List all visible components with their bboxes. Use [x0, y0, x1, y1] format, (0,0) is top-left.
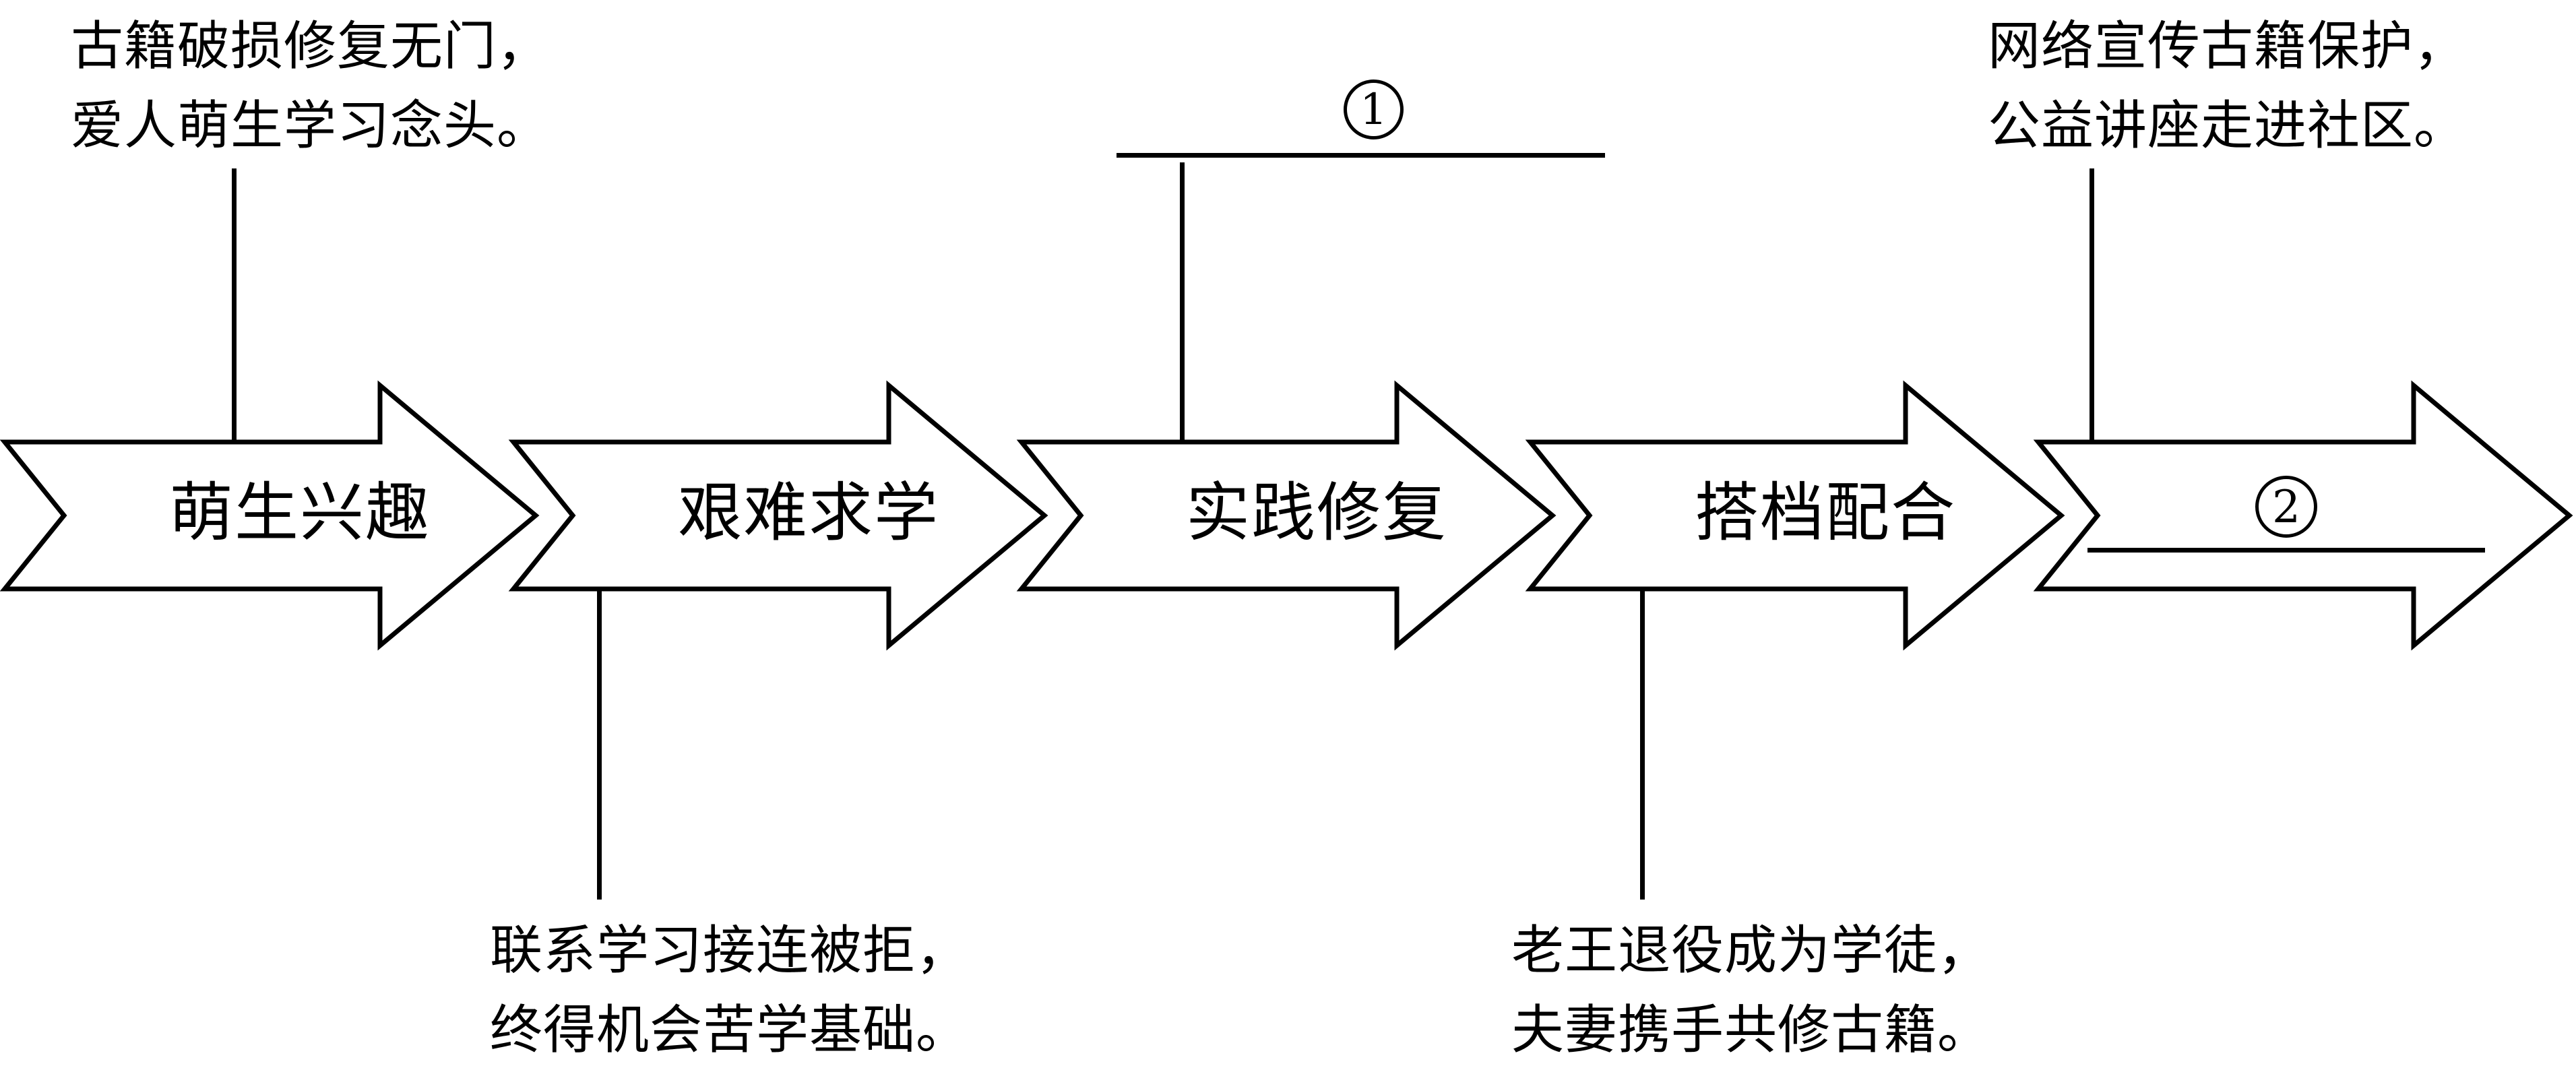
connector-line-top-right: [2090, 168, 2094, 442]
blank1-digit: 1: [1360, 84, 1387, 135]
annotation-top-left: 古籍破损修复无门， 爱人萌生学习念头。: [71, 7, 550, 166]
annotation-top-right-line1: 网络宣传古籍保护，: [1988, 16, 2468, 77]
circled-number-1: 1: [1344, 80, 1404, 139]
annotation-top-left-line1: 古籍破损修复无门，: [71, 16, 551, 77]
connector-line-top-left: [232, 168, 237, 442]
blank2-digit: 2: [2272, 480, 2300, 533]
connector-line-bottom-left: [597, 588, 602, 900]
annotation-bottom-left: 联系学习接连被拒， 终得机会苦学基础。: [490, 911, 969, 1068]
annotation-bottom-right: 老王退役成为学徒， 夫妻携手共修古籍。: [1511, 911, 1990, 1068]
arrow-label-4: 搭档配合: [1694, 476, 1957, 551]
arrow-label-3: 实践修复: [1185, 476, 1448, 551]
connector-line-bottom-right: [1640, 588, 1645, 900]
annotation-top-left-line2: 爱人萌生学习念头。: [71, 96, 551, 156]
blank1-rule: [1117, 153, 1605, 158]
flow-arrow-4: [1525, 380, 2065, 651]
arrow-label-2: 艰难求学: [677, 476, 940, 551]
annotation-top-right: 网络宣传古籍保护， 公益讲座走进社区。: [1988, 7, 2467, 166]
arrow-label-1: 萌生兴趣: [168, 476, 431, 551]
flow-arrow-3: [1016, 380, 1557, 651]
annotation-top-right-line2: 公益讲座走进社区。: [1988, 96, 2468, 156]
connector-line-blank1: [1180, 162, 1185, 442]
annotation-bottom-left-line1: 联系学习接连被拒，: [490, 920, 970, 981]
flow-arrow-1: [0, 380, 540, 651]
blank2-underline: [2087, 548, 2485, 553]
annotation-bottom-right-line2: 夫妻携手共修古籍。: [1511, 1000, 1991, 1061]
annotation-bottom-right-line1: 老王退役成为学徒，: [1511, 920, 1991, 981]
annotation-bottom-left-line2: 终得机会苦学基础。: [490, 1000, 970, 1061]
flow-arrow-2: [508, 380, 1048, 651]
circled-number-2: 2: [2255, 476, 2317, 538]
